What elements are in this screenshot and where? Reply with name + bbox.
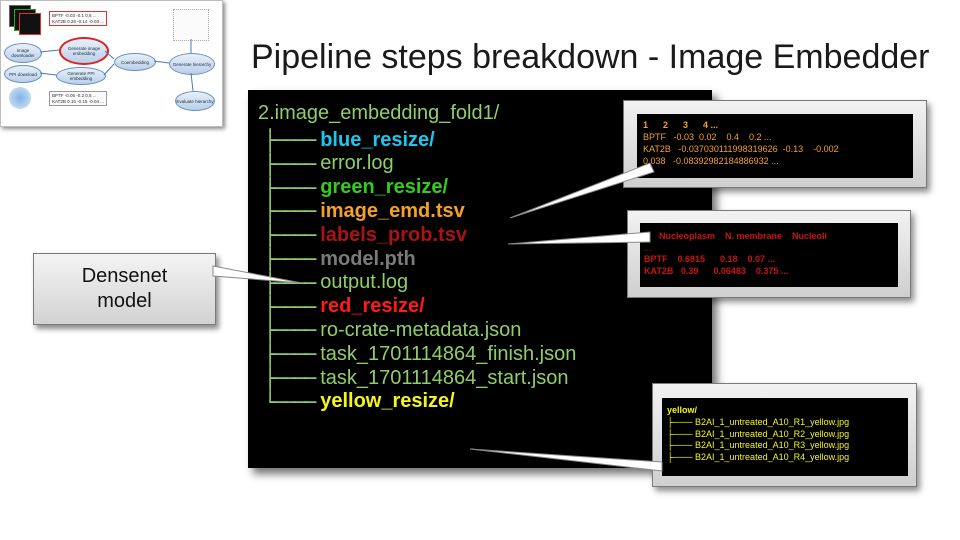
image-emd-row: KAT2B -0.037030111998319626 -0.13 -0.002	[643, 144, 839, 154]
tree-item-label: image_emd.tsv	[320, 199, 465, 222]
tree-item[interactable]: ├────red_resize/	[264, 295, 425, 319]
tree-branch-connector: ├────	[264, 223, 316, 248]
tree-item-label: task_1701114864_finish.json	[320, 342, 577, 365]
tree-item[interactable]: ├────ro-crate-metadata.json	[264, 318, 521, 342]
tree-item[interactable]: └────yellow_resize/	[264, 390, 455, 414]
pipeline-thumbnail: BPTF -0.03 -0.1 0.6 ... KAT2B 0.28 -0.14…	[0, 0, 223, 127]
node-generate-image-embedding: Generate image embedding	[59, 37, 109, 65]
yellow-folder-header: yellow/	[667, 405, 698, 415]
file-branch-connector: ├───	[667, 417, 696, 427]
tree-item-label: green_resize/	[320, 176, 449, 199]
embedding-preview-box: BPTF -0.03 -0.1 0.6 ... KAT2B 0.28 -0.14…	[49, 11, 107, 26]
file-branch-connector: ├───	[667, 428, 696, 439]
ppi-preview-box: BPTF -0.05 -0.2 0.5 ... KAT2B 0.15 -0.15…	[49, 91, 107, 106]
image-stack-icon	[19, 13, 41, 35]
image-emd-preview-callout: 1 2 3 4 ... BPTF -0.03 0.02 0.4 0.2 ... …	[623, 100, 927, 188]
labels-prob-preview-callout: Nucleoplasm N. membrane Nucleoli ... BPT…	[627, 210, 911, 298]
tree-branch-connector: ├────	[264, 270, 316, 295]
yellow-file-name: B2AI_1_untreated_A10_R2_yellow.jpg	[695, 428, 850, 439]
node-generate-ppi-embedding: Generate PPI embedding	[56, 67, 106, 85]
tree-item-label: task_1701114864_start.json	[320, 366, 569, 389]
slide-title: Pipeline steps breakdown - Image Embedde…	[251, 38, 930, 76]
node-coembedding: Coembedding	[114, 53, 156, 71]
labels-prob-continuation: ...	[644, 243, 652, 253]
tree-branch-connector: ├────	[264, 128, 316, 152]
yellow-file-item: ├─── B2AI_1_untreated_A10_R3_yellow.jpg	[667, 439, 849, 451]
labels-prob-row: BPTF 0.6815 0.18 0.07 ...	[644, 254, 776, 264]
tree-item-label: ro-crate-metadata.json	[320, 318, 522, 341]
tree-item[interactable]: ├────model.pth	[264, 247, 416, 271]
tree-item[interactable]: ├────task_1701114864_start.json	[264, 366, 569, 390]
labels-prob-row: KAT2B 0.39 0.06483 0.375 ...	[644, 266, 789, 276]
tree-branch-connector: ├────	[264, 151, 316, 176]
node-generate-hierarchy: Generate hierarchy	[169, 53, 215, 75]
labels-prob-header: Nucleoplasm N. membrane Nucleoli	[644, 231, 828, 241]
tree-root-folder: 2.image_embedding_fold1/	[258, 102, 500, 124]
tree-item-label: output.log	[320, 271, 409, 294]
yellow-file-name: B2AI_1_untreated_A10_R1_yellow.jpg	[695, 417, 850, 427]
tree-branch-connector: └────	[264, 389, 316, 414]
tree-item[interactable]: ├────green_resize/	[264, 176, 448, 200]
tree-item-label: blue_resize/	[320, 128, 435, 151]
tree-item-label: model.pth	[320, 247, 416, 270]
tree-item-label: yellow_resize/	[320, 390, 455, 413]
image-emd-header: 1 2 3 4 ...	[643, 120, 719, 130]
tree-item-label: red_resize/	[320, 295, 425, 318]
tree-branch-connector: ├────	[264, 366, 316, 390]
thumbnail-arrows	[39, 39, 194, 92]
yellow-folder-preview: yellow/ ├─── B2AI_1_untreated_A10_R1_yel…	[662, 398, 908, 476]
tree-item[interactable]: ├────task_1701114864_finish.json	[264, 342, 576, 366]
tree-item[interactable]: ├────labels_prob.tsv	[264, 223, 467, 247]
yellow-file-name: B2AI_1_untreated_A10_R4_yellow.jpg	[695, 451, 850, 462]
tree-item[interactable]: ├────error.log	[264, 152, 394, 176]
yellow-folder-preview-callout: yellow/ ├─── B2AI_1_untreated_A10_R1_yel…	[652, 383, 917, 487]
tree-item-label: labels_prob.tsv	[320, 223, 467, 246]
yellow-file-item: ├─── B2AI_1_untreated_A10_R4_yellow.jpg	[667, 451, 849, 463]
node-ppi-download: PPI download	[4, 65, 42, 83]
tree-branch-connector: ├────	[264, 342, 316, 367]
cell-image	[9, 87, 31, 109]
tree-branch-connector: ├────	[264, 199, 316, 224]
node-evaluate-hierarchy: Evaluate hierarchy	[175, 91, 215, 111]
image-emd-preview: 1 2 3 4 ... BPTF -0.03 0.02 0.4 0.2 ... …	[637, 114, 913, 178]
image-emd-row: BPTF -0.03 0.02 0.4 0.2 ...	[643, 132, 772, 142]
node-image-downloader: Image downloader	[4, 43, 42, 63]
yellow-file-name: B2AI_1_untreated_A10_R3_yellow.jpg	[695, 440, 850, 450]
yellow-file-item: ├─── B2AI_1_untreated_A10_R2_yellow.jpg	[667, 428, 849, 440]
image-emd-row: 0.038 -0.08392982184886932 ...	[643, 156, 779, 166]
tree-branch-connector: ├────	[264, 318, 316, 343]
tree-item[interactable]: ├────output.log	[264, 271, 408, 295]
file-branch-connector: ├───	[667, 451, 696, 462]
tree-item-label: error.log	[320, 152, 394, 175]
densenet-model-label: Densenet model	[33, 253, 216, 325]
yellow-file-item: ├─── B2AI_1_untreated_A10_R1_yellow.jpg	[667, 416, 849, 428]
tree-branch-connector: ├────	[264, 175, 316, 200]
tree-item[interactable]: ├────blue_resize/	[264, 128, 435, 152]
tree-item[interactable]: ├────image_emd.tsv	[264, 199, 465, 223]
file-branch-connector: ├───	[667, 440, 696, 450]
tree-branch-connector: ├────	[264, 247, 316, 271]
tree-branch-connector: ├────	[264, 294, 316, 319]
labels-prob-preview: Nucleoplasm N. membrane Nucleoli ... BPT…	[640, 223, 898, 287]
